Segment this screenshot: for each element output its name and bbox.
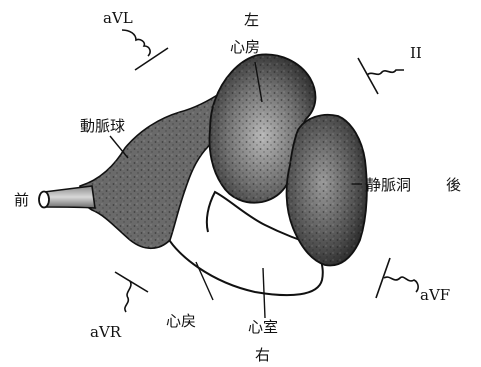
bulbus-label: 動脈球	[80, 117, 125, 135]
back-label: 後	[446, 176, 461, 194]
left-label: 左	[244, 11, 259, 29]
lead-avl-label: aVL	[103, 9, 133, 27]
right-label: 右	[255, 346, 270, 364]
lead-avf-label: aVF	[420, 286, 450, 304]
lead-ii-label: II	[410, 44, 422, 62]
truncus-tube	[44, 186, 95, 208]
atrium-label: 心房	[230, 38, 260, 56]
truncus-opening	[39, 192, 49, 208]
lead-ii-symbol	[358, 58, 404, 94]
av-canal-label: 心戻	[166, 312, 196, 330]
lead-avr-label: aVR	[90, 323, 122, 341]
lead-avf-symbol	[376, 258, 418, 298]
front-label: 前	[14, 191, 29, 209]
lead-avr-symbol	[115, 272, 148, 312]
ventricle-label: 心室	[248, 318, 278, 336]
lead-avl-symbol	[122, 30, 168, 70]
bulbus-texture	[80, 92, 224, 248]
sinus-label: 静脈洞	[366, 176, 411, 194]
